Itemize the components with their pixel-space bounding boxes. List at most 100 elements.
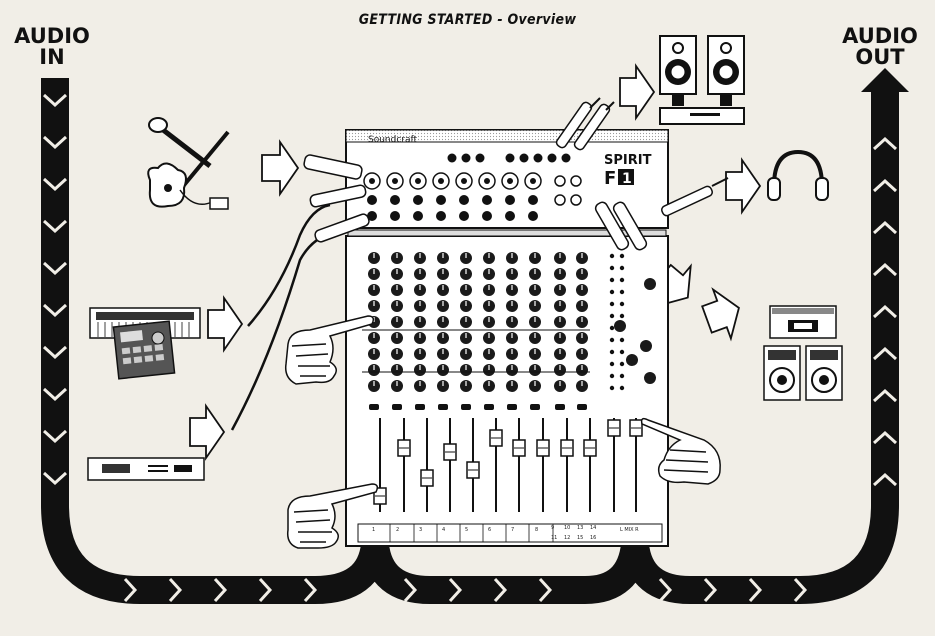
model-name-text: SPIRIT [604, 153, 652, 168]
chevron-mark [872, 262, 898, 277]
chevron-mark [872, 472, 898, 487]
channel-number: 1 [372, 527, 375, 533]
audio-in-label-line1: AUDIO [14, 24, 90, 48]
chevron-mark [303, 577, 318, 603]
mute-button[interactable] [461, 404, 471, 410]
faders [373, 418, 643, 512]
chevron-mark [448, 577, 463, 603]
chevron-mark [42, 219, 68, 234]
chevron-mark [42, 177, 68, 192]
master-knob[interactable] [644, 372, 656, 384]
brand-logo-text: Soundcraft [368, 135, 418, 145]
chevron-mark [872, 388, 898, 403]
chevron-mark [872, 304, 898, 319]
stereo-socket [570, 175, 582, 187]
jack-socket [390, 195, 400, 205]
chevron-mark [42, 471, 68, 486]
microphone-and-guitar-icon [147, 117, 230, 210]
aux-socket [547, 153, 557, 163]
cable-tails [589, 97, 729, 187]
mute-button[interactable] [507, 404, 517, 410]
mute-button[interactable] [415, 404, 425, 410]
rear-panel-sockets [363, 153, 582, 221]
chevron-mark [42, 345, 68, 360]
aux-socket [519, 153, 529, 163]
meter-led [609, 349, 615, 355]
pa-system-icon [763, 305, 843, 401]
mute-button[interactable] [484, 404, 494, 410]
mute-button[interactable] [438, 404, 448, 410]
channel-number: 5 [465, 527, 468, 533]
chevron-mark [213, 577, 228, 603]
master-knob[interactable] [614, 320, 626, 332]
insert-socket [390, 211, 400, 221]
meter-led [619, 349, 625, 355]
jack-socket [459, 195, 469, 205]
chevron-mark [403, 577, 418, 603]
mute-button[interactable] [577, 404, 587, 410]
meter-led [619, 385, 625, 391]
meter-led [619, 361, 625, 367]
stereo-channel-number: 15 [577, 535, 583, 541]
chevron-mark [258, 577, 273, 603]
stereo-channel-number: 14 [590, 525, 596, 531]
insert-socket [413, 211, 423, 221]
meter-led [609, 289, 615, 295]
xlr-socket-core [461, 178, 467, 184]
insert-socket [459, 211, 469, 221]
audio-out-label-line2: OUT [855, 45, 905, 69]
model-letter-text: F [604, 168, 616, 189]
chevron-mark [42, 135, 68, 150]
meter-led [609, 253, 615, 259]
stereo-socket [570, 194, 582, 206]
meter-led [619, 313, 625, 319]
insert-socket [367, 211, 377, 221]
stereo-channel-number: 12 [564, 535, 570, 541]
channel-number: 6 [488, 527, 491, 533]
stereo-socket [554, 175, 566, 187]
xlr-socket-core [438, 178, 444, 184]
mute-button[interactable] [369, 404, 379, 410]
xlr-socket-core [507, 178, 513, 184]
jack-socket [413, 195, 423, 205]
aux-socket [505, 153, 515, 163]
audio-in-label: AUDIO IN [6, 26, 98, 68]
chevron-mark [703, 577, 718, 603]
stereo-channel-number: 11 [551, 535, 557, 541]
chevron-mark [793, 577, 808, 603]
mute-button[interactable] [392, 404, 402, 410]
jack-socket [482, 195, 492, 205]
channel-number: 2 [396, 527, 399, 533]
channel-number: 7 [511, 527, 514, 533]
master-knob[interactable] [644, 278, 656, 290]
xlr-socket-core [484, 178, 490, 184]
aux-socket [475, 153, 485, 163]
stereo-socket [554, 194, 566, 206]
model-number-text: 1 [622, 171, 632, 187]
master-knob[interactable] [640, 340, 652, 352]
patch-plugs [303, 101, 714, 251]
stereo-channel-number: 16 [590, 535, 596, 541]
channel-strips [362, 252, 656, 410]
meter-led [619, 337, 625, 343]
meter-led [609, 373, 615, 379]
meter-led [619, 253, 625, 259]
meter-led [609, 265, 615, 271]
chevron-mark [168, 577, 183, 603]
stereo-channel-number: 10 [564, 525, 570, 531]
chevron-mark [493, 577, 508, 603]
aux-socket [461, 153, 471, 163]
stereo-channel-number: 9 [551, 525, 554, 531]
mix-label: L MIX R [620, 527, 639, 533]
meter-led [609, 385, 615, 391]
meter-led [609, 337, 615, 343]
xlr-socket-core [415, 178, 421, 184]
mute-button[interactable] [530, 404, 540, 410]
mute-button[interactable] [555, 404, 565, 410]
stereo-channel-number: 13 [577, 525, 583, 531]
channel-number: 3 [419, 527, 422, 533]
master-knob[interactable] [626, 354, 638, 366]
